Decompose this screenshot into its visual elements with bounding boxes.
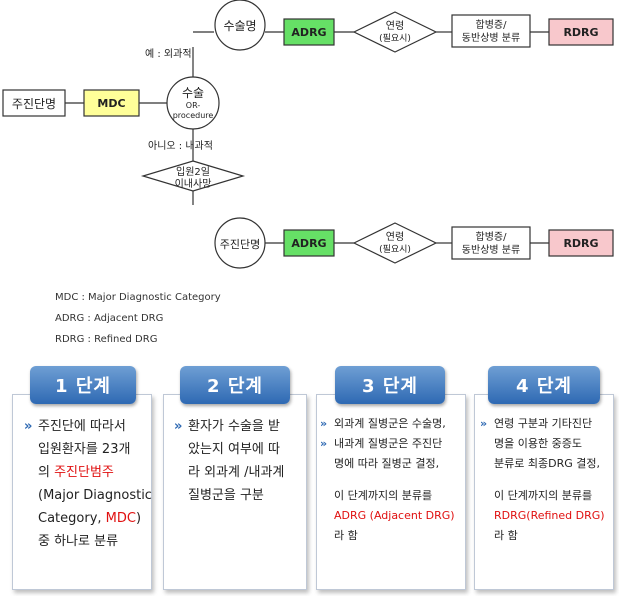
- adrg-top-box: [283, 18, 335, 46]
- admission-label-2: 이내사망: [175, 178, 212, 190]
- surgery-decision-circle: [166, 76, 220, 130]
- stage-4-title: 4 단계: [488, 366, 600, 404]
- adrg-top-label: ADRG: [291, 26, 326, 39]
- age-bottom-diamond: [352, 222, 438, 264]
- surgery-procedure-label: procedure: [173, 111, 214, 120]
- comorbid-bottom-label-2: 동반상병 분류: [462, 244, 520, 256]
- rdrg-bottom-box: [548, 229, 614, 257]
- stage-2-title: 2 단계: [180, 366, 290, 404]
- stage-1-text: »주진단에 따라서 입원환자를 23개 의 주진단범주 (Major Diagn…: [24, 415, 152, 553]
- legend-rdrg: RDRG : Refined DRG: [55, 334, 158, 345]
- rdrg-top-box: [548, 18, 614, 46]
- stage-3-title: 3 단계: [335, 366, 445, 404]
- bullet-icon: »: [24, 419, 33, 434]
- age-bottom-optional-label: (필요시): [379, 243, 411, 255]
- bullet-icon: »: [320, 437, 328, 450]
- no-medical-label: 아니오 : 내과적: [148, 140, 213, 152]
- legend-mdc: MDC : Major Diagnostic Category: [55, 292, 221, 303]
- age-bottom-label: 연령: [386, 231, 404, 243]
- main-diagnosis-label: 주진단명: [12, 97, 56, 111]
- age-top-optional-label: (필요시): [379, 32, 411, 44]
- comorbid-top-label-2: 동반상병 분류: [462, 32, 520, 44]
- adrg-bottom-label: ADRG: [291, 237, 326, 250]
- stage-1-box: [12, 394, 152, 590]
- comorbid-bottom-label-1: 합병증/: [476, 231, 508, 243]
- rdrg-bottom-label: RDRG: [563, 237, 598, 250]
- rdrg-top-label: RDRG: [563, 26, 598, 39]
- age-top-label: 연령: [386, 20, 404, 32]
- surgery-or-label: OR-: [186, 101, 201, 110]
- stage-4-box: [474, 394, 614, 590]
- mdc-box: [83, 89, 140, 117]
- stage-4-text: »연령 구분과 기타진단 명을 이용한 중증도 분류로 최종DRG 결정, 이 …: [480, 414, 605, 546]
- surgery-label: 수술: [182, 86, 204, 100]
- stage-2-text: »환자가 수술을 받 았는지 여부에 따 라 외과계 /내과계 질병군을 구분: [174, 415, 284, 507]
- main-diagnosis-bottom-circle: [214, 217, 266, 269]
- stage-2-box: [163, 394, 307, 590]
- bullet-icon: »: [174, 419, 183, 434]
- surgery-name-circle: [214, 0, 266, 51]
- mdc-label: MDC: [97, 97, 125, 110]
- adrg-bottom-box: [283, 229, 335, 257]
- age-top-diamond: [352, 11, 438, 53]
- comorbid-top-label-1: 합병증/: [476, 19, 508, 31]
- drg-flow-diagram: 주진단명 MDC 수술 OR- procedure 예 : 외과적 아니오 : …: [2, 0, 614, 269]
- stage-3-box: [316, 394, 466, 590]
- main-diagnosis-bottom-label: 주진단명: [220, 238, 260, 251]
- bullet-icon: »: [320, 417, 328, 430]
- surgery-name-label: 수술명: [223, 19, 256, 33]
- stage-3-text: »외과계 질병군은 수술명, »내과계 질병군은 주진단 명에 따라 질병군 결…: [320, 414, 455, 546]
- legend-adrg: ADRG : Adjacent DRG: [55, 313, 164, 324]
- comorbid-bottom-box: [451, 226, 531, 260]
- bullet-icon: »: [480, 417, 488, 430]
- admission-label-1: 입원2일: [176, 165, 210, 178]
- admission-death-diamond: [140, 160, 246, 192]
- comorbid-top-box: [451, 14, 531, 48]
- yes-surgical-label: 예 : 외과적: [145, 48, 192, 60]
- stage-1-title: 1 단계: [30, 366, 136, 404]
- main-diagnosis-box: [2, 89, 66, 117]
